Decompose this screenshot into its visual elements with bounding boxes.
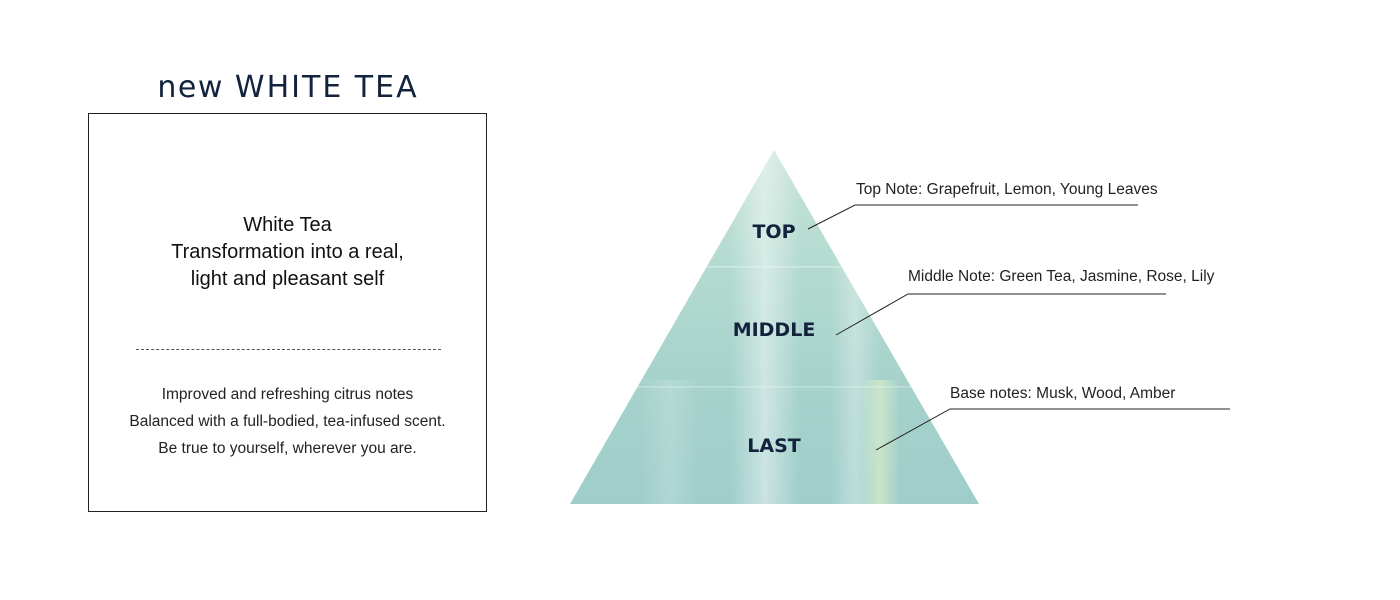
tier-separator-top [570, 266, 979, 268]
callout-line-top [807, 204, 1138, 230]
callout-line-last [875, 408, 1230, 451]
note-last: Base notes: Musk, Wood, Amber [950, 385, 1175, 402]
note-middle: Middle Note: Green Tea, Jasmine, Rose, L… [908, 268, 1215, 285]
headline-line-2: Transformation into a real, [171, 241, 404, 263]
brand-prefix: new [157, 70, 224, 105]
tier-label-top: TOP [752, 221, 795, 243]
description-card: White Tea Transformation into a real, li… [88, 113, 487, 512]
brand-name: WHITE TEA [234, 70, 419, 105]
tier-separator-middle [570, 386, 979, 388]
callout-line-middle [835, 293, 1166, 336]
card-body: Improved and refreshing citrus notes Bal… [89, 381, 486, 462]
headline-line-1: White Tea [243, 214, 332, 236]
dashed-divider [136, 349, 441, 350]
callout-top: Top Note: Grapefruit, Lemon, Young Leave… [807, 181, 1158, 230]
callout-last: Base notes: Musk, Wood, Amber [875, 385, 1230, 451]
body-line-1: Improved and refreshing citrus notes [161, 386, 414, 403]
tier-label-middle: MIDDLE [733, 319, 816, 341]
body-line-3: Be true to yourself, wherever you are. [158, 440, 417, 457]
headline-line-3: light and pleasant self [190, 268, 385, 290]
body-line-2: Balanced with a full-bodied, tea-infused… [129, 413, 446, 430]
callout-middle: Middle Note: Green Tea, Jasmine, Rose, L… [835, 268, 1215, 336]
brand-title: new WHITE TEA [88, 70, 488, 105]
note-top: Top Note: Grapefruit, Lemon, Young Leave… [856, 181, 1158, 198]
card-headline: White Tea Transformation into a real, li… [89, 212, 486, 293]
pyramid-texture [570, 150, 979, 504]
tier-label-last: LAST [747, 435, 800, 457]
pyramid-shape [570, 150, 979, 504]
